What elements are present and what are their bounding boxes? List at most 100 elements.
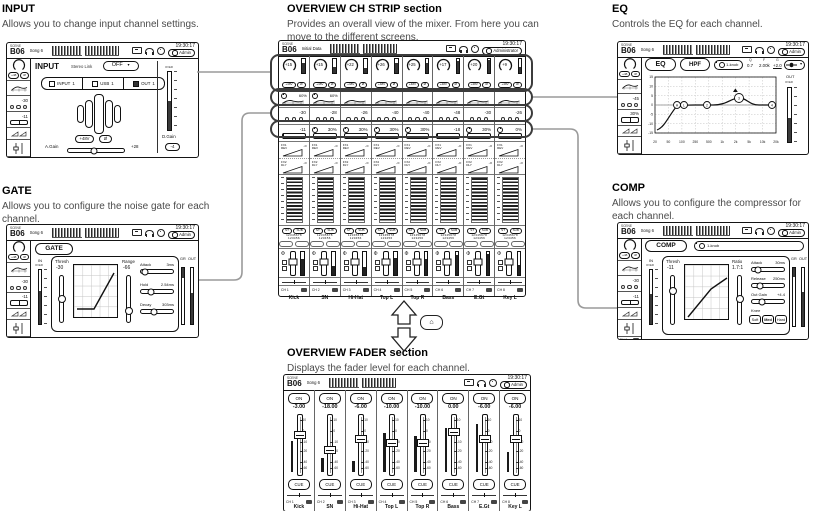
comp-cell[interactable]: 30% [402, 125, 433, 142]
gain-cell[interactable]: +25 +48V Ø [402, 56, 433, 91]
phantom-button[interactable]: +48V [75, 135, 94, 143]
ratio-slider[interactable] [735, 275, 744, 325]
cue-button[interactable]: CUE [349, 479, 372, 490]
dgain-value[interactable]: -4 [165, 143, 180, 151]
gear-icon[interactable] [767, 45, 776, 54]
sidebar-input-tile[interactable]: +48 Ø [7, 240, 30, 263]
st-assign-button[interactable]: ST [436, 227, 447, 234]
fader-handle[interactable] [447, 428, 460, 436]
channel-on-button[interactable]: ON [411, 393, 434, 404]
st-assign-button[interactable]: ST [467, 227, 478, 234]
sidebar-eq-tile[interactable] [7, 263, 30, 278]
gain-cell[interactable]: +9 +48V Ø [495, 56, 525, 91]
eq-cell[interactable] [433, 91, 464, 108]
name-cell[interactable]: CH 5 Top R [408, 498, 438, 511]
channel-on-button[interactable]: ON [287, 393, 310, 404]
pan-cell[interactable] [340, 278, 371, 286]
cue-button[interactable]: CUE [380, 479, 403, 490]
sidebar-gate-tile[interactable]: -30 [618, 276, 641, 292]
pan-cell[interactable] [438, 491, 468, 498]
mini-fader[interactable] [504, 251, 514, 276]
sidebar-fader-tile[interactable] [618, 137, 641, 154]
send-level-button[interactable] [464, 241, 479, 248]
pan-cell[interactable] [495, 278, 525, 286]
pan-cell[interactable] [500, 491, 530, 498]
gear-icon[interactable] [471, 44, 480, 53]
name-cell[interactable]: CH 3 Hi-Hat [346, 498, 376, 511]
gain-cell[interactable]: +22 +48V Ø [340, 56, 371, 91]
gate-curve-graph[interactable] [73, 264, 118, 318]
sidebar-fader-tile[interactable] [7, 320, 30, 337]
phase-button[interactable]: Ø [99, 135, 112, 143]
sidebar-gate-tile[interactable]: -30 [7, 277, 30, 293]
mini-fader[interactable] [442, 251, 452, 276]
user-badge[interactable]: Admin [168, 49, 195, 57]
eq-cell[interactable]: 60% [309, 91, 340, 108]
sidebar-comp-tile[interactable]: -11 [7, 293, 30, 309]
pan-cell[interactable] [408, 491, 438, 498]
send-level-button[interactable] [340, 241, 355, 248]
pan-cell[interactable] [464, 278, 495, 286]
user-badge[interactable]: Admin [168, 231, 195, 239]
user-badge[interactable]: Administrator [482, 47, 522, 55]
eq-cell[interactable] [371, 91, 402, 108]
gate-cell[interactable]: -40 [371, 108, 402, 125]
eq-cell[interactable] [340, 91, 371, 108]
scene-box[interactable]: SCENE B06 [287, 376, 302, 388]
send-level-button[interactable] [310, 241, 325, 248]
gear-icon[interactable] [157, 46, 166, 55]
phantom-button[interactable]: +48V [405, 81, 420, 88]
send-pan-button[interactable] [449, 241, 464, 248]
gear-icon[interactable] [767, 226, 776, 235]
stereo-link-select[interactable]: OFF ▼ [103, 61, 139, 71]
range-slider[interactable] [124, 275, 133, 323]
comp-cell[interactable]: 0% [495, 125, 525, 142]
st-assign-button[interactable]: ST [374, 227, 385, 234]
sidebar-send-tile[interactable] [7, 128, 30, 140]
sidebar-input-tile[interactable]: +48 Ø [7, 58, 30, 81]
sub-assign-button[interactable]: SUB [447, 227, 461, 234]
pan-cell[interactable] [377, 491, 407, 498]
phantom-button[interactable]: +48V [282, 81, 296, 88]
sidebar-comp-tile[interactable]: 30% [618, 110, 641, 126]
name-cell[interactable]: CH 1 Kick [279, 286, 309, 302]
st-assign-button[interactable]: ST [343, 227, 354, 234]
headphone-icon[interactable] [755, 46, 765, 54]
pan-fader-cell[interactable]: Φ [279, 249, 309, 278]
fader-track[interactable] [327, 414, 334, 476]
phase-button[interactable]: Ø [328, 81, 337, 88]
fader-handle[interactable] [509, 434, 522, 443]
eq-mode-select[interactable]: ▼ [784, 60, 805, 70]
sub-assign-button[interactable]: SUB [293, 227, 306, 234]
gain-cell[interactable]: +26 +48V Ø [371, 56, 402, 91]
send-pan-button[interactable] [356, 241, 371, 248]
phantom-button[interactable]: +48V [498, 81, 512, 88]
send-pan-button[interactable] [387, 241, 402, 248]
name-cell[interactable]: CH 3 Hi-Hat [341, 286, 371, 302]
cue-button[interactable]: CUE [287, 479, 310, 490]
scene-box[interactable]: SCENE B06 [282, 42, 297, 54]
headphone-icon[interactable] [459, 45, 469, 53]
eq-page-button[interactable]: EQ [645, 58, 676, 71]
headphone-icon[interactable] [755, 227, 765, 235]
sidebar-eq-tile[interactable] [618, 261, 641, 276]
user-badge[interactable]: Admin [778, 48, 805, 56]
name-cell[interactable]: CH 2 SN [315, 498, 345, 511]
pan-fader-cell[interactable]: Φ [495, 249, 525, 278]
phantom-button[interactable]: +48V [313, 81, 327, 88]
